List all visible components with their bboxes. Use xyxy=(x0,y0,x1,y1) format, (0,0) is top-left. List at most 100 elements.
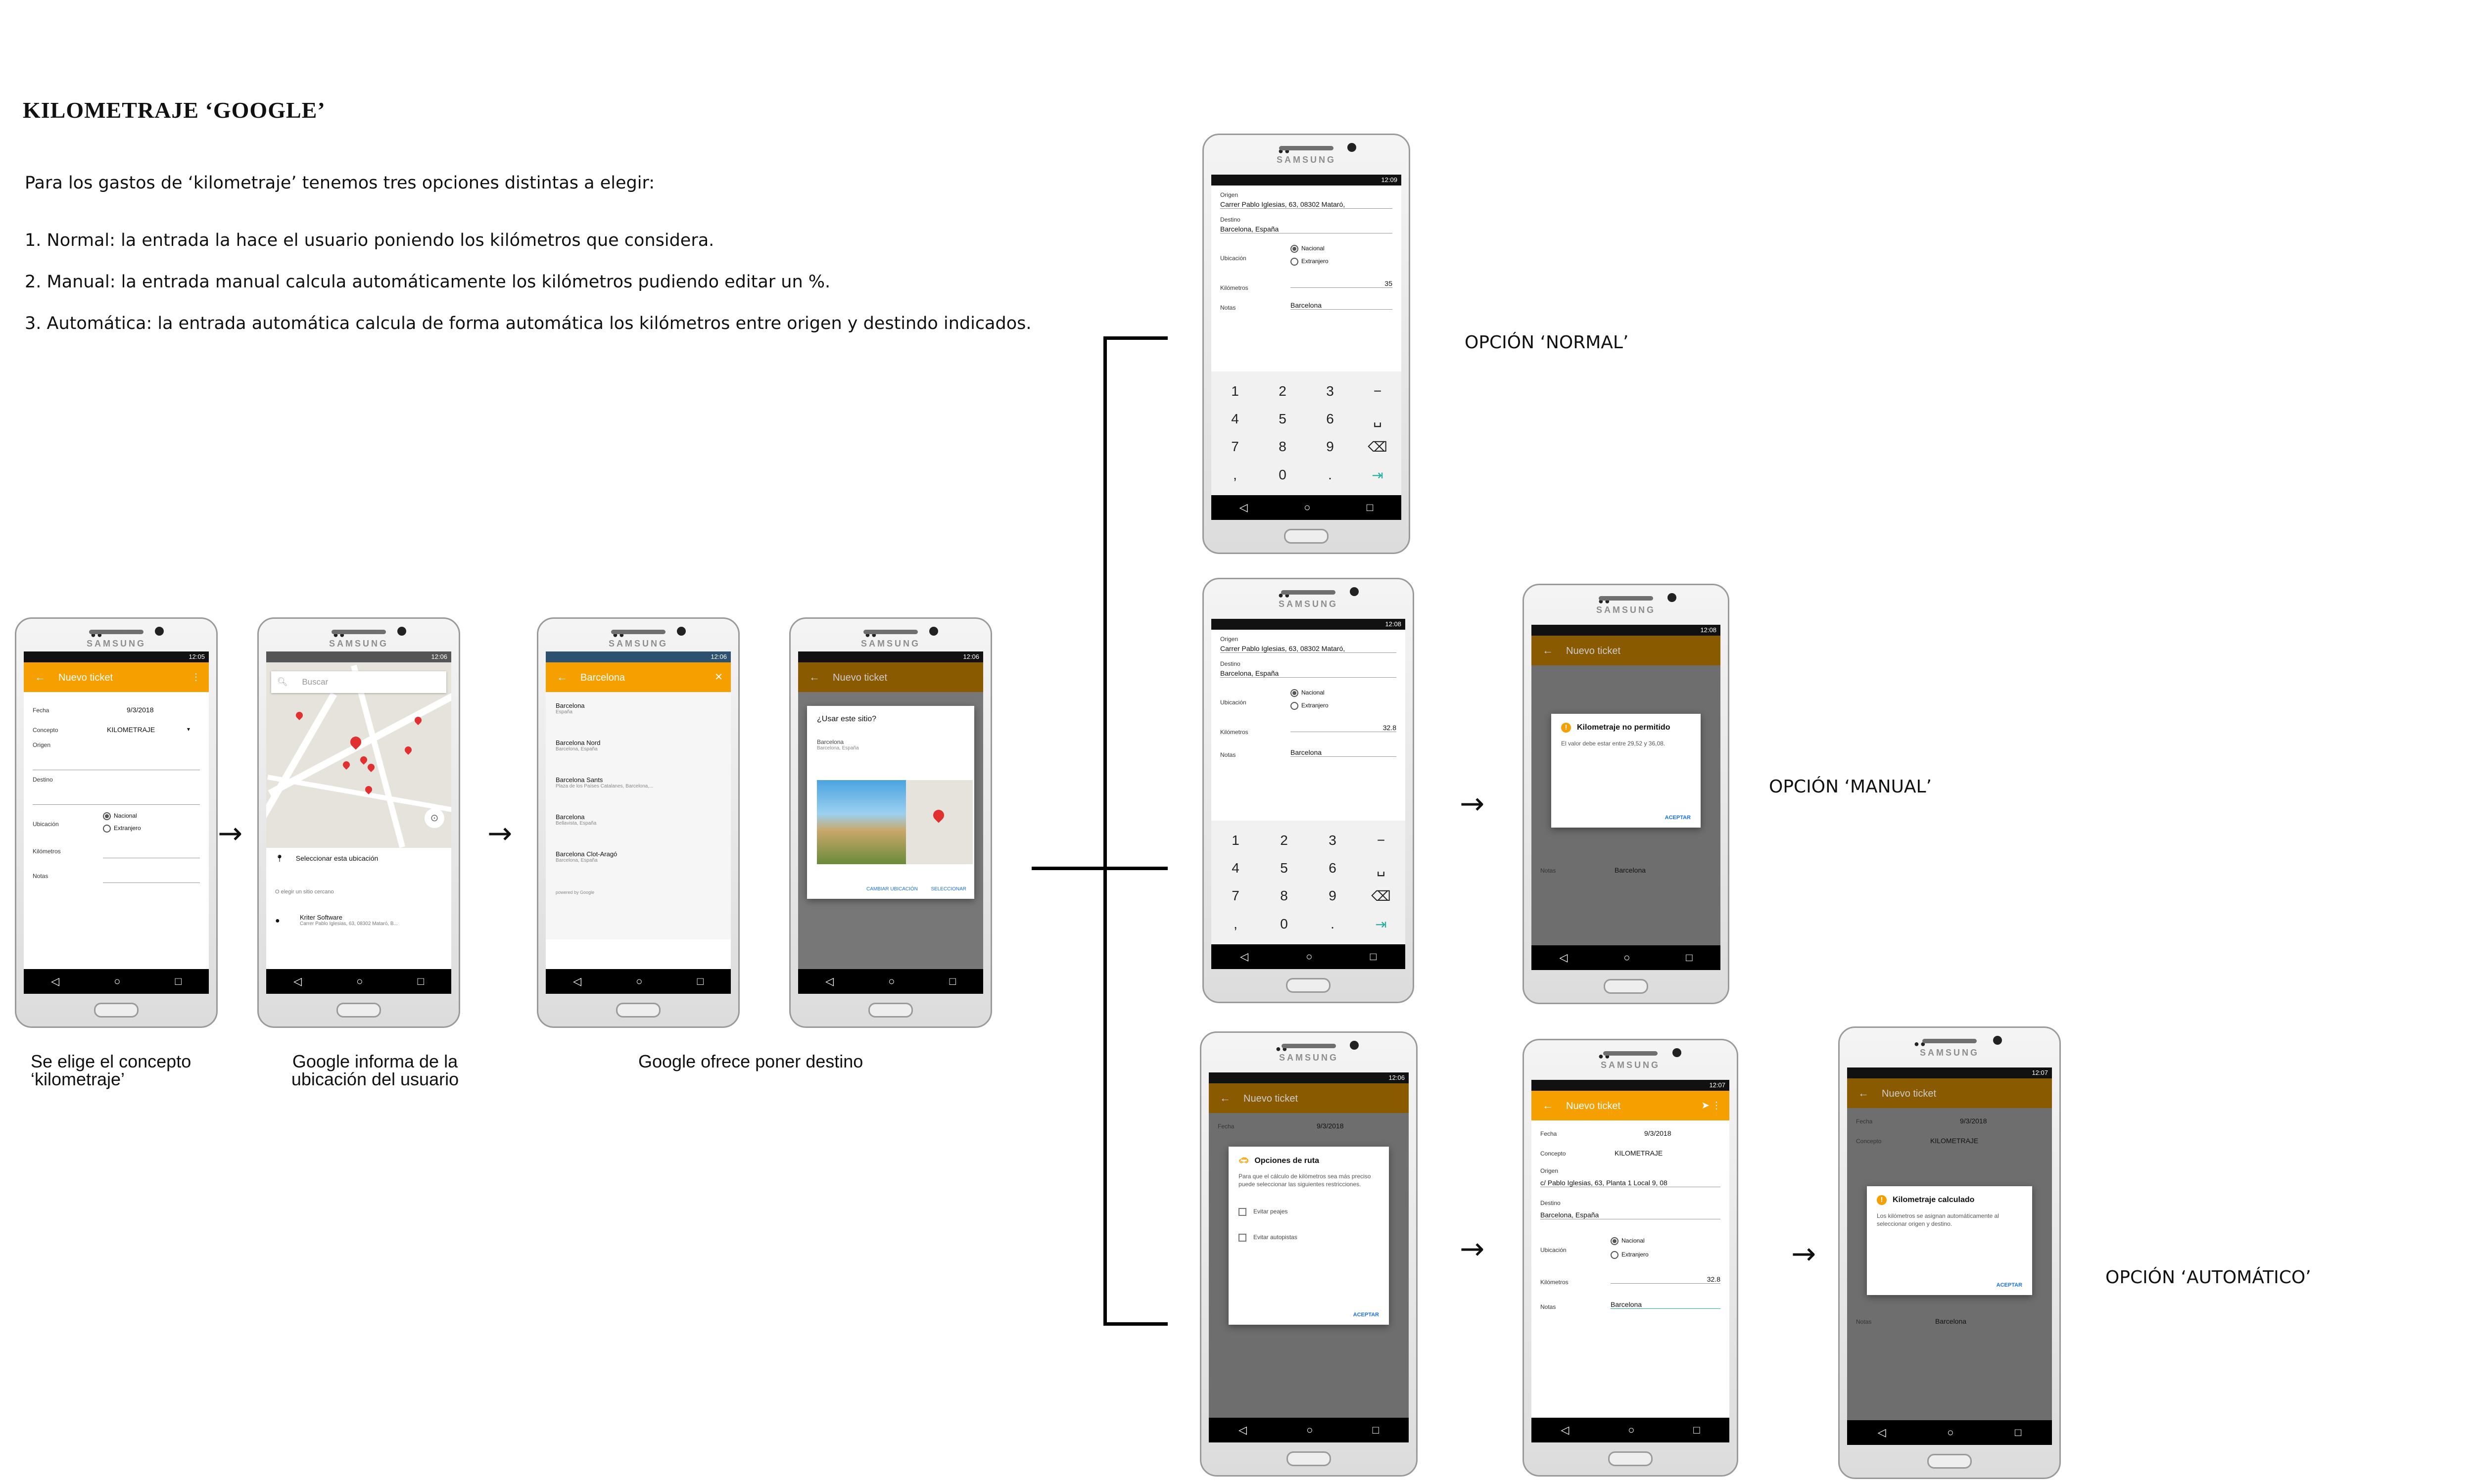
fecha-field[interactable]: 9/3/2018 xyxy=(127,706,154,714)
menu-icon[interactable]: ⋮ xyxy=(1712,1100,1721,1111)
key-comma[interactable]: , xyxy=(1233,467,1237,483)
key-1[interactable]: 1 xyxy=(1231,383,1239,399)
destino-input[interactable]: Barcelona, España xyxy=(1220,669,1396,678)
back-nav-icon[interactable]: ◁ xyxy=(293,975,302,987)
select-location-row[interactable]: 📍︎Seleccionar esta ubicación xyxy=(275,854,379,862)
home-button[interactable] xyxy=(1604,979,1648,994)
next-icon[interactable]: ⇥ xyxy=(1372,467,1383,483)
recents-nav-icon[interactable]: □ xyxy=(697,975,704,987)
back-nav-icon[interactable]: ◁ xyxy=(573,975,581,987)
menu-icon[interactable]: ⋮ xyxy=(191,672,201,683)
radio-extranjero[interactable]: Extranjero xyxy=(1290,258,1392,266)
my-location-icon[interactable]: ⊙ xyxy=(425,808,444,828)
home-nav-icon[interactable]: ○ xyxy=(636,975,643,987)
back-arrow-icon[interactable]: ← xyxy=(557,671,568,683)
key-minus[interactable]: − xyxy=(1377,832,1385,848)
key-4[interactable]: 4 xyxy=(1232,860,1239,876)
key-7[interactable]: 7 xyxy=(1231,439,1239,455)
send-icon[interactable]: ➤ xyxy=(1701,1100,1710,1111)
checkbox-evitar-peajes[interactable]: Evitar peajes xyxy=(1238,1208,1379,1216)
recents-nav-icon[interactable]: □ xyxy=(417,975,424,987)
key-1[interactable]: 1 xyxy=(1232,832,1239,848)
home-button[interactable] xyxy=(1286,1451,1331,1466)
radio-extranjero[interactable]: Extranjero xyxy=(1611,1251,1720,1259)
destino-input[interactable]: Barcelona, España xyxy=(1220,225,1392,233)
key-3[interactable]: 3 xyxy=(1329,832,1336,848)
key-period[interactable]: . xyxy=(1331,916,1334,932)
home-nav-icon[interactable]: ○ xyxy=(114,975,121,987)
home-button[interactable] xyxy=(1927,1454,1972,1469)
backspace-icon[interactable]: ⌫ xyxy=(1368,439,1387,455)
origen-input[interactable]: c/ Pablo Iglesias, 63, Planta 1 Local 9,… xyxy=(1540,1179,1720,1187)
back-nav-icon[interactable]: ◁ xyxy=(1238,1424,1247,1436)
recents-nav-icon[interactable]: □ xyxy=(175,975,182,987)
home-nav-icon[interactable]: ○ xyxy=(888,975,895,987)
destino-input[interactable]: Barcelona, España xyxy=(1540,1211,1720,1219)
map-view[interactable]: 🔍︎ Buscar ⊙ xyxy=(266,662,451,850)
aceptar-button[interactable]: ACEPTAR xyxy=(1996,1282,2022,1288)
key-8[interactable]: 8 xyxy=(1280,888,1288,904)
recents-nav-icon[interactable]: □ xyxy=(1366,501,1374,513)
key-5[interactable]: 5 xyxy=(1279,411,1286,426)
back-nav-icon[interactable]: ◁ xyxy=(825,975,834,987)
home-nav-icon[interactable]: ○ xyxy=(1628,1424,1635,1436)
back-arrow-icon[interactable]: ← xyxy=(1542,1099,1553,1112)
key-comma[interactable]: , xyxy=(1234,916,1237,932)
origen-input[interactable]: Carrer Pablo Iglesias, 63, 08302 Mataró, xyxy=(1220,645,1396,653)
radio-nacional[interactable]: Nacional xyxy=(1290,245,1392,253)
home-button[interactable] xyxy=(336,1003,381,1018)
search-input[interactable]: 🔍︎ Buscar xyxy=(271,671,446,693)
origen-input[interactable] xyxy=(33,760,200,770)
checkbox-evitar-autopistas[interactable]: Evitar autopistas xyxy=(1238,1234,1379,1242)
km-input[interactable]: 32.8 xyxy=(1611,1275,1720,1284)
home-nav-icon[interactable]: ○ xyxy=(1304,501,1311,513)
home-nav-icon[interactable]: ○ xyxy=(1306,1424,1313,1436)
notas-input[interactable]: Barcelona xyxy=(1290,301,1392,310)
key-9[interactable]: 9 xyxy=(1329,888,1336,904)
key-5[interactable]: 5 xyxy=(1280,860,1288,876)
back-nav-icon[interactable]: ◁ xyxy=(1239,501,1248,513)
aceptar-button[interactable]: ACEPTAR xyxy=(1665,815,1691,821)
home-nav-icon[interactable]: ○ xyxy=(1306,950,1313,963)
radio-extranjero[interactable]: Extranjero xyxy=(103,825,200,833)
select-button[interactable]: SELECCIONAR xyxy=(931,886,966,892)
fecha-field[interactable]: 9/3/2018 xyxy=(1644,1129,1671,1137)
home-button[interactable] xyxy=(868,1003,913,1018)
key-minus[interactable]: − xyxy=(1373,383,1382,399)
key-2[interactable]: 2 xyxy=(1280,832,1288,848)
back-arrow-icon[interactable]: ← xyxy=(35,671,46,683)
notas-input[interactable]: Barcelona xyxy=(1611,1300,1720,1309)
home-button[interactable] xyxy=(1286,978,1331,993)
search-query[interactable]: Barcelona xyxy=(580,672,625,683)
recents-nav-icon[interactable]: □ xyxy=(1686,951,1693,964)
change-location-button[interactable]: CAMBIAR UBICACIÓN xyxy=(866,886,918,892)
home-nav-icon[interactable]: ○ xyxy=(1623,951,1630,964)
radio-nacional[interactable]: Nacional xyxy=(1611,1237,1720,1245)
recents-nav-icon[interactable]: □ xyxy=(1372,1424,1379,1436)
destino-input[interactable] xyxy=(33,795,200,805)
key-4[interactable]: 4 xyxy=(1231,411,1239,426)
km-input[interactable]: 35 xyxy=(1290,279,1392,288)
clear-icon[interactable]: ✕ xyxy=(714,672,723,683)
home-nav-icon[interactable]: ○ xyxy=(356,975,363,987)
radio-nacional[interactable]: Nacional xyxy=(1290,689,1396,697)
key-0[interactable]: 0 xyxy=(1279,467,1286,483)
key-2[interactable]: 2 xyxy=(1279,383,1286,399)
concepto-select[interactable]: KILOMETRAJE xyxy=(107,726,155,734)
recents-nav-icon[interactable]: □ xyxy=(949,975,956,987)
key-period[interactable]: . xyxy=(1328,467,1332,483)
back-nav-icon[interactable]: ◁ xyxy=(1561,1424,1570,1436)
home-button[interactable] xyxy=(94,1003,139,1018)
home-button[interactable] xyxy=(616,1003,661,1018)
notas-input[interactable]: Barcelona xyxy=(1290,748,1396,757)
concepto-select[interactable]: KILOMETRAJE xyxy=(1615,1149,1663,1157)
radio-nacional[interactable]: Nacional xyxy=(103,812,200,820)
key-6[interactable]: 6 xyxy=(1329,860,1336,876)
key-3[interactable]: 3 xyxy=(1326,383,1334,399)
key-8[interactable]: 8 xyxy=(1279,439,1286,455)
recents-nav-icon[interactable]: □ xyxy=(2014,1426,2022,1438)
key-9[interactable]: 9 xyxy=(1326,439,1334,455)
